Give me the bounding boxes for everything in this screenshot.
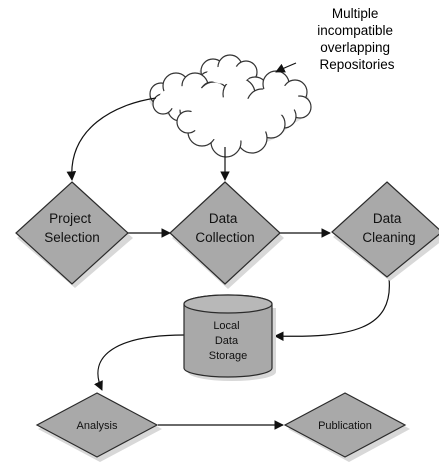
node-publication: Publication — [283, 392, 410, 462]
node-label: Data Cleaning — [362, 211, 415, 245]
node-data-cleaning: Data Cleaning — [331, 181, 439, 281]
node-label-line: Storage — [209, 350, 248, 362]
storage-cylinder-top — [183, 294, 273, 314]
node-analysis: Analysis — [35, 392, 162, 462]
node-label-line: Project — [49, 211, 91, 226]
repositories-annotation: Multiple incompatible overlapping Reposi… — [317, 6, 397, 72]
node-project-selection: Project Selection — [15, 181, 133, 288]
node-label: Local Data Storage — [209, 320, 248, 362]
annotation-line: overlapping — [320, 40, 390, 55]
decision-diamond-shape — [15, 181, 129, 285]
arrow-cloud-to-project-selection — [66, 97, 157, 181]
annotation-line: Repositories — [319, 57, 394, 72]
node-local-data-storage: Local Data Storage — [183, 294, 276, 381]
decision-diamond-shape — [331, 181, 439, 278]
connector-arrows — [66, 62, 390, 430]
node-label-line: Cleaning — [362, 230, 415, 245]
repository-clouds — [149, 54, 312, 158]
node-label-line: Local — [213, 320, 239, 332]
node-label-line: Data — [373, 211, 402, 226]
arrow-data-cleaning-to-storage — [274, 277, 390, 342]
node-data-collection: Data Collection — [169, 181, 284, 289]
decision-diamond-shape — [35, 392, 159, 458]
cloud-fill-cover — [159, 66, 299, 141]
node-label: Data Collection — [195, 211, 254, 245]
node-label-line: Collection — [195, 230, 254, 245]
node-label-line: Data — [209, 211, 238, 226]
decision-diamond-shape — [169, 181, 281, 285]
node-label: Project Selection — [44, 211, 100, 245]
arrow-annotation-to-cloud — [275, 62, 297, 73]
decision-diamond-shape — [283, 392, 407, 458]
node-label: Analysis — [77, 420, 118, 432]
node-label-line: Data — [215, 335, 239, 347]
annotation-line: incompatible — [317, 23, 393, 38]
node-label: Publication — [318, 420, 372, 432]
arrow-storage-to-analysis — [94, 334, 185, 391]
node-label-line: Selection — [44, 230, 100, 245]
annotation-line: Multiple — [332, 6, 379, 21]
